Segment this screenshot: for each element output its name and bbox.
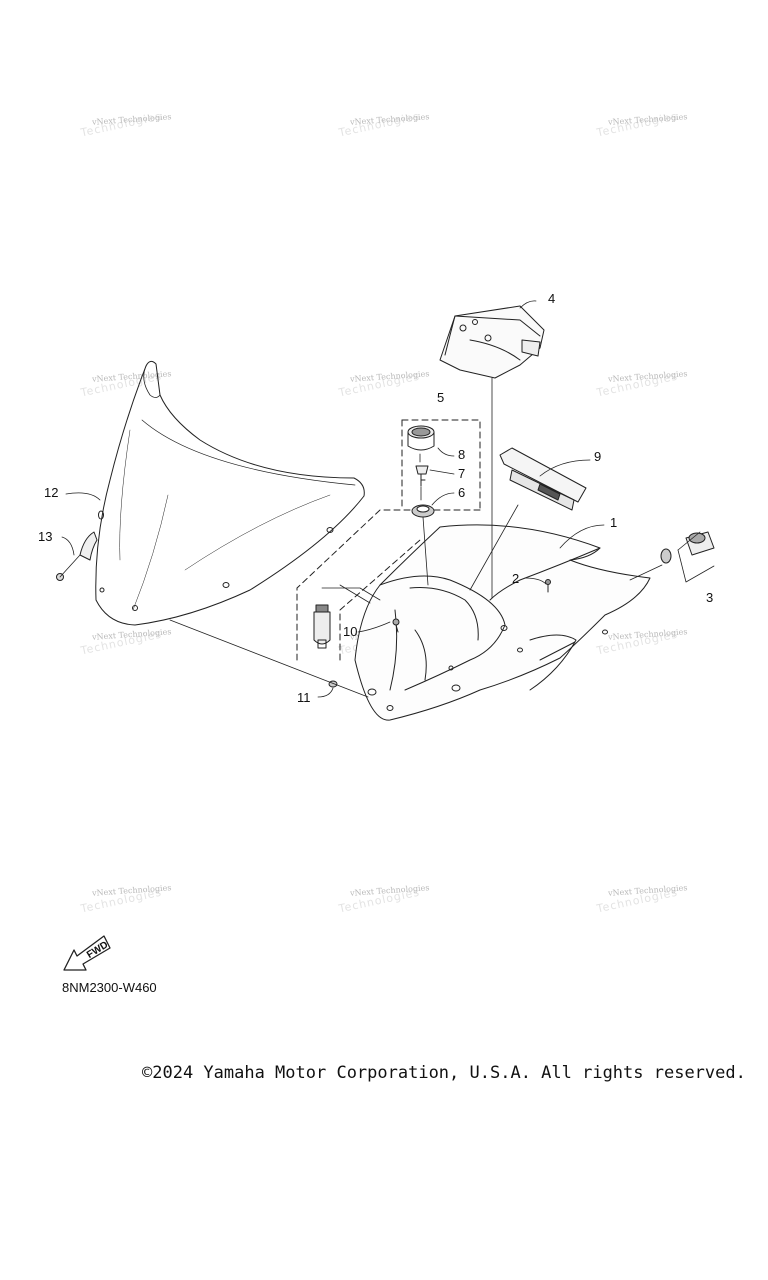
- callout-1: 1: [610, 515, 617, 530]
- leader-lines: [59, 377, 715, 698]
- callout-4: 4: [548, 291, 555, 306]
- front-cowl-part: [354, 524, 651, 721]
- callout-12: 12: [44, 485, 58, 500]
- cap-part: [407, 425, 435, 451]
- diagram-code: 8NM2300-W460: [62, 980, 157, 995]
- callout-13: 13: [38, 529, 52, 544]
- callout-leaders: [61, 300, 605, 698]
- forward-arrow-icon: FWD: [63, 935, 111, 971]
- callout-3: 3: [706, 590, 713, 605]
- screw-part-10: [392, 618, 400, 633]
- callout-2: 2: [512, 571, 519, 586]
- callout-numbers: 1 2 3 4 5 6 7 8 9 10 11 12 13: [38, 291, 713, 705]
- socket-part: [660, 531, 715, 564]
- callout-8: 8: [458, 447, 465, 462]
- callout-5: 5: [437, 390, 444, 405]
- bracket-part: [56, 531, 98, 581]
- callout-9: 9: [594, 449, 601, 464]
- copyright-notice: ©2024 Yamaha Motor Corporation, U.S.A. A…: [142, 1063, 746, 1083]
- lock-cylinder-part: [313, 604, 331, 649]
- callout-10: 10: [343, 624, 357, 639]
- washer-part: [411, 504, 435, 518]
- meter-unit-part: [499, 447, 587, 511]
- callout-11: 11: [297, 690, 311, 705]
- key-part: [415, 465, 429, 487]
- meter-cover-part: [439, 305, 545, 379]
- callout-7: 7: [458, 466, 465, 481]
- callout-6: 6: [458, 485, 465, 500]
- windshield-part: [95, 360, 365, 626]
- screw-part-2: [545, 579, 551, 593]
